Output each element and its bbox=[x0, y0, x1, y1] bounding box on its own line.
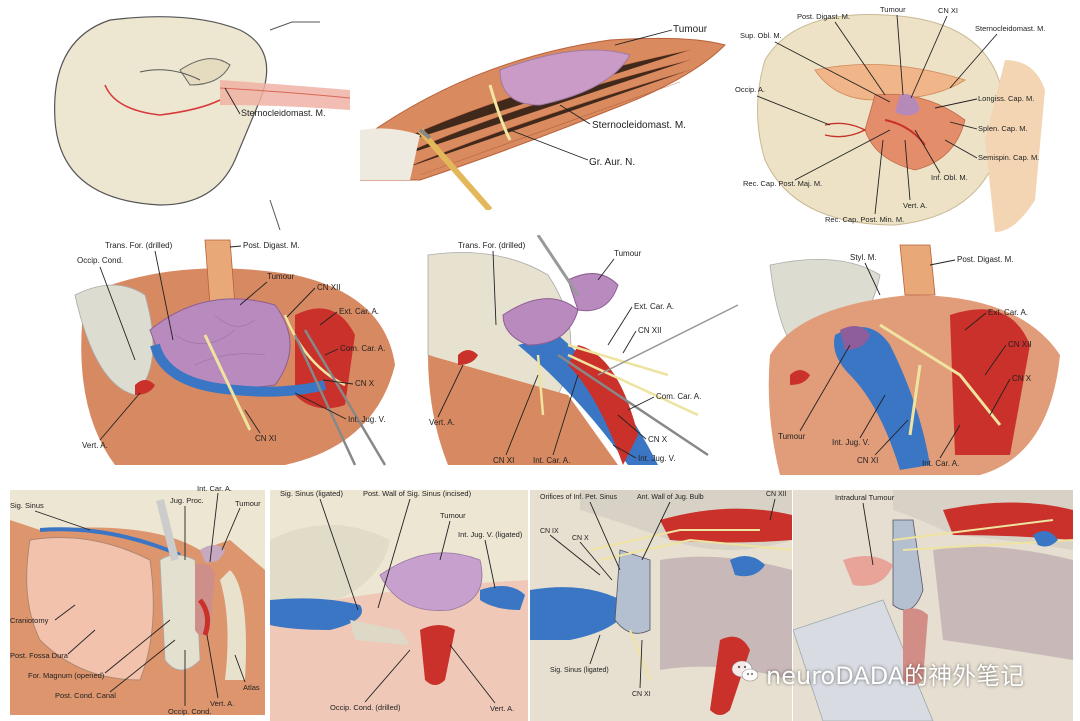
p6-label-3: CN XII bbox=[1008, 340, 1032, 349]
p8-label-5: Vert. A. bbox=[490, 704, 514, 713]
p3-label-12: Rec. Cap. Post. Min. M. bbox=[825, 215, 904, 224]
p3-label-4: Sup. Obl. M. bbox=[740, 31, 782, 40]
p5-label-5: CN X bbox=[648, 435, 668, 444]
p2-label-2: Gr. Aur. N. bbox=[589, 157, 635, 168]
p3-label-1: Tumour bbox=[880, 5, 906, 14]
p7-label-2: Jug. Proc. bbox=[170, 496, 204, 505]
p9-label-6: CN XI bbox=[632, 691, 651, 698]
p7-label-1: Sig. Sinus bbox=[10, 501, 44, 510]
p6-label-4: CN X bbox=[1012, 374, 1032, 383]
p4-label-5: Ext. Car. A. bbox=[339, 307, 379, 316]
panel-10-intradural: Intradural Tumour bbox=[793, 490, 1073, 721]
p1-label-0: Sternocleidomast. M. bbox=[241, 108, 326, 118]
panel-4-tumour-exposure: Trans. For. (drilled) Post. Digast. M. O… bbox=[74, 239, 395, 466]
p6-label-7: CN XI bbox=[857, 456, 878, 465]
p8-label-0: Sig. Sinus (ligated) bbox=[280, 489, 343, 498]
p7-label-7: Post. Cond. Canal bbox=[55, 691, 116, 700]
p8-label-4: Occip. Cond. (drilled) bbox=[330, 703, 401, 712]
p6-label-1: Post. Digast. M. bbox=[957, 255, 1013, 264]
p6-label-0: Styl. M. bbox=[850, 253, 877, 262]
p4-label-9: CN XI bbox=[255, 434, 276, 443]
p5-label-4: Com. Car. A. bbox=[656, 392, 701, 401]
p3-label-6: Longiss. Cap. M. bbox=[978, 94, 1034, 103]
panel-9-jugular-bulb: Orifices of Inf. Pet. Sinus Ant. Wall of… bbox=[530, 490, 792, 721]
p6-label-2: Ext. Car. A. bbox=[988, 308, 1028, 317]
p4-label-10: Vert. A. bbox=[82, 441, 108, 450]
p3-label-11: Rec. Cap. Post. Maj. M. bbox=[743, 179, 822, 188]
p5-label-2: Ext. Car. A. bbox=[634, 302, 674, 311]
p6-label-8: Int. Car. A. bbox=[922, 459, 959, 468]
p4-label-4: CN XII bbox=[317, 283, 341, 292]
p7-label-6: For. Magnum (opened) bbox=[28, 671, 105, 680]
p4-label-6: Com. Car. A. bbox=[340, 344, 385, 353]
p3-label-7: Splen. Cap. M. bbox=[978, 124, 1028, 133]
p6-label-5: Tumour bbox=[778, 432, 806, 441]
p7-label-4: Craniotomy bbox=[10, 616, 49, 625]
panel-6-tumour-removed: Styl. M. Post. Digast. M. Ext. Car. A. C… bbox=[768, 244, 1060, 475]
p5-label-3: CN XII bbox=[638, 326, 662, 335]
p5-label-7: Int. Car. A. bbox=[533, 456, 570, 465]
p9-label-2: CN XII bbox=[766, 491, 787, 498]
p4-label-0: Trans. For. (drilled) bbox=[105, 241, 173, 250]
p4-label-1: Post. Digast. M. bbox=[243, 241, 299, 250]
watermark-text: neuroDADA的神外笔记 bbox=[766, 662, 1025, 690]
panel-3-suboccipital: Post. Digast. M. Tumour CN XI Sternoclei… bbox=[735, 5, 1045, 232]
p8-label-1: Post. Wall of Sig. Sinus (incised) bbox=[363, 489, 472, 498]
p10-label-0: Intradural Tumour bbox=[835, 493, 895, 502]
p5-label-9: Vert. A. bbox=[429, 418, 455, 427]
panel-5-tumour-mobilised: Trans. For. (drilled) Tumour Ext. Car. A… bbox=[427, 235, 739, 465]
p2-label-1: Sternocleidomast. M. bbox=[592, 120, 686, 131]
p3-label-3: Sternocleidomast. M. bbox=[975, 24, 1045, 33]
panel-1-head-outline: Sternocleidomast. M. bbox=[54, 16, 350, 230]
p4-label-2: Occip. Cond. bbox=[77, 256, 123, 265]
p9-label-0: Orifices of Inf. Pet. Sinus bbox=[540, 494, 618, 501]
p3-label-0: Post. Digast. M. bbox=[797, 12, 850, 21]
p9-label-4: CN X bbox=[572, 535, 589, 542]
p8-label-3: Int. Jug. V. (ligated) bbox=[458, 530, 523, 539]
p9-label-1: Ant. Wall of Jug. Bulb bbox=[637, 494, 704, 501]
p5-label-0: Trans. For. (drilled) bbox=[458, 241, 526, 250]
wechat-logo-icon bbox=[731, 660, 759, 682]
p3-label-5: Occip. A. bbox=[735, 85, 765, 94]
panel-7-craniotomy: Int. Car. A. Sig. Sinus Jug. Proc. Tumou… bbox=[10, 484, 265, 716]
p4-label-7: CN X bbox=[355, 379, 375, 388]
p2-label-0: Tumour bbox=[673, 24, 708, 35]
p3-label-8: Semispin. Cap. M. bbox=[978, 153, 1039, 162]
p7-label-5: Post. Fossa Dura bbox=[10, 651, 69, 660]
p4-label-3: Tumour bbox=[267, 272, 295, 281]
panel-2-scm-exposure: Tumour Sternocleidomast. M. Gr. Aur. N. bbox=[360, 24, 726, 210]
p5-label-8: CN XI bbox=[493, 456, 514, 465]
p5-label-6: Int. Jug. V. bbox=[638, 454, 676, 463]
p7-label-3: Tumour bbox=[235, 499, 261, 508]
p9-label-3: CN IX bbox=[540, 528, 559, 535]
p7-label-0: Int. Car. A. bbox=[197, 484, 232, 493]
p7-label-8: Occip. Cond. bbox=[168, 707, 211, 716]
p5-label-1: Tumour bbox=[614, 249, 642, 258]
p7-label-10: Atlas bbox=[243, 683, 260, 692]
p3-label-9: Inf. Obl. M. bbox=[931, 173, 968, 182]
p6-label-6: Int. Jug. V. bbox=[832, 438, 870, 447]
p8-label-2: Tumour bbox=[440, 511, 466, 520]
panel-8-sinus-ligated: Sig. Sinus (ligated) Post. Wall of Sig. … bbox=[270, 489, 528, 721]
p4-label-8: Int. Jug. V. bbox=[348, 415, 386, 424]
p7-label-9: Vert. A. bbox=[210, 699, 234, 708]
p9-label-5: Sig. Sinus (ligated) bbox=[550, 667, 609, 674]
p3-label-10: Vert. A. bbox=[903, 201, 927, 210]
p3-label-2: CN XI bbox=[938, 6, 958, 15]
